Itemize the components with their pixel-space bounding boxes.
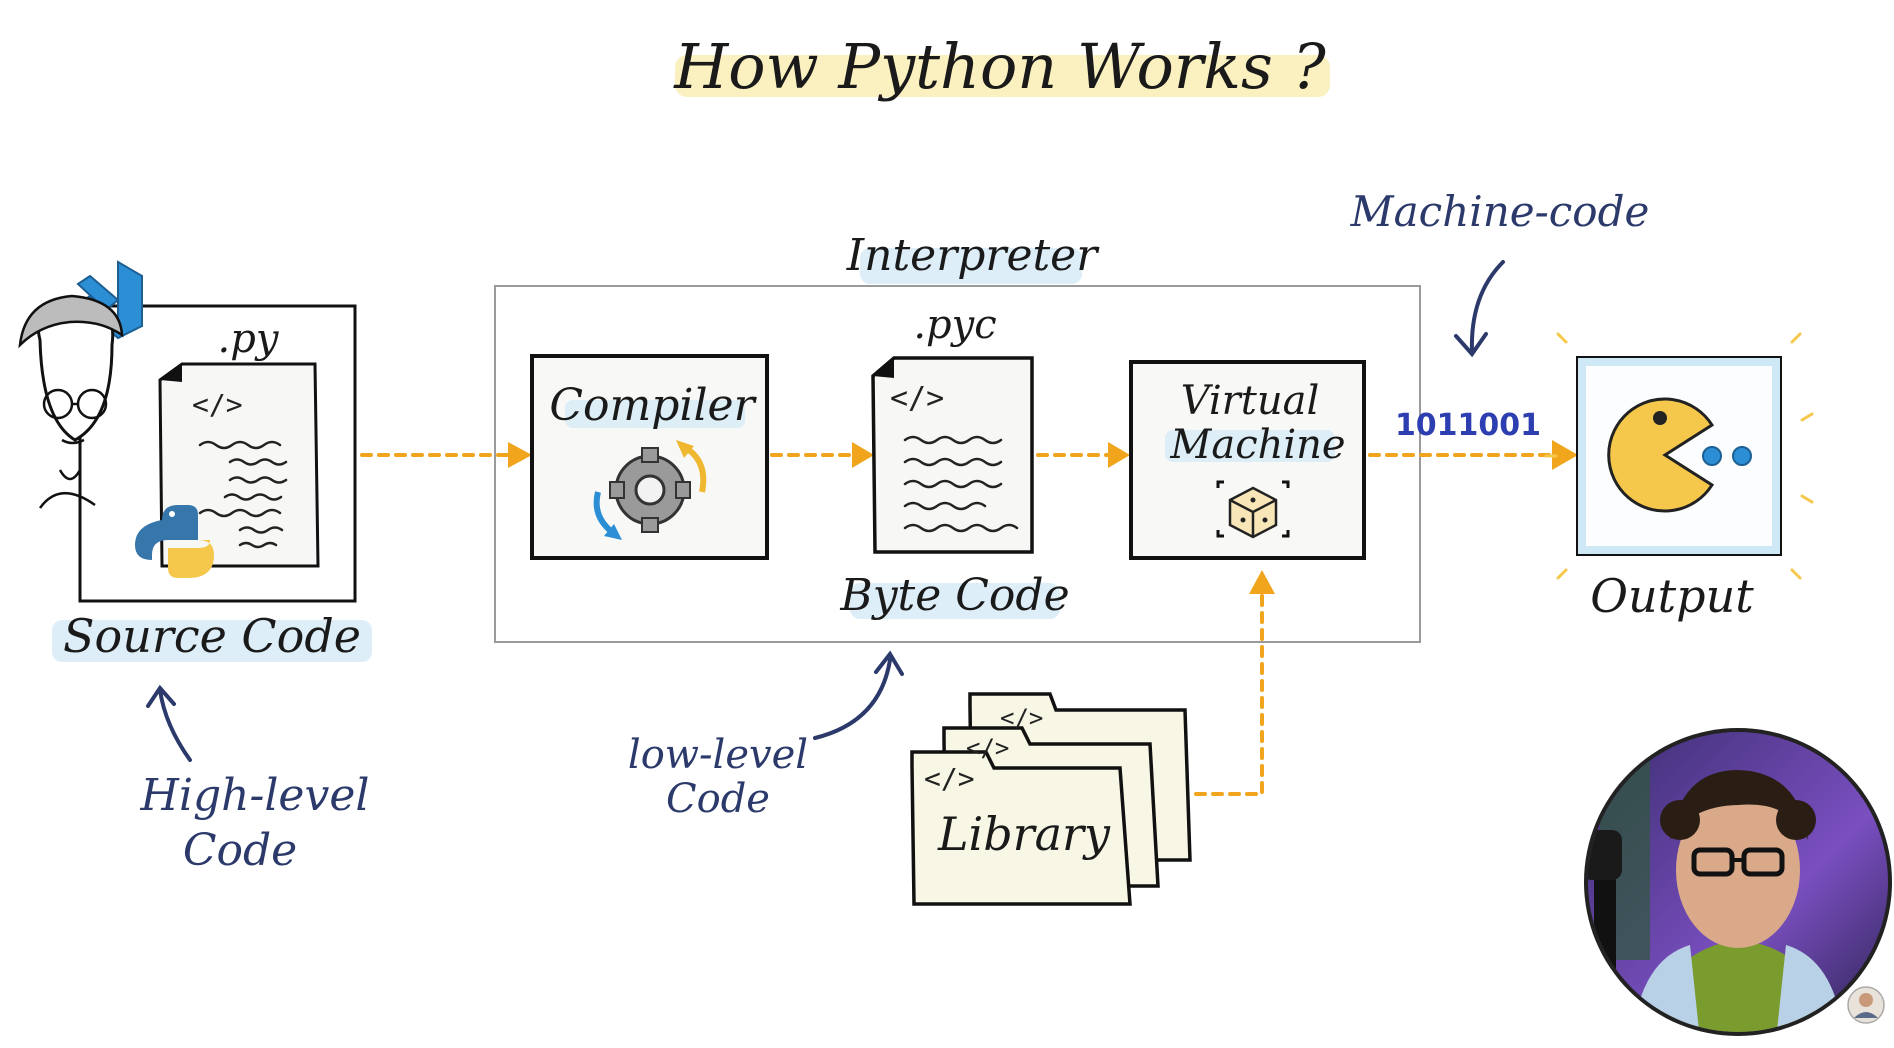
output-node bbox=[1544, 332, 1814, 580]
bytecode-tag: </> bbox=[890, 381, 944, 416]
interpreter-label-highlight bbox=[860, 248, 1082, 284]
high-level-label-line1: High-level bbox=[140, 770, 370, 821]
compiler-node: Compiler bbox=[530, 354, 769, 560]
title-highlight bbox=[675, 55, 1330, 97]
high-level-label-line2: Code bbox=[183, 825, 297, 876]
arrowhead-library-to-vm bbox=[1249, 570, 1275, 594]
library-tag-middle: </> bbox=[966, 734, 1009, 762]
bytecode-node: .pyc </> bbox=[871, 302, 1034, 554]
bytecode-label-highlight bbox=[850, 583, 1060, 619]
low-level-label-line2: Code bbox=[666, 776, 770, 822]
bytecode-label: Byte Code bbox=[839, 570, 1069, 621]
low-level-arrowhead bbox=[874, 650, 904, 676]
vm-label-line2: Machine bbox=[1169, 422, 1345, 468]
source-code-node: </> .py bbox=[78, 304, 357, 603]
source-ext-label: .py bbox=[218, 316, 280, 362]
pacman-icon bbox=[1607, 397, 1752, 513]
source-code-tag: </> bbox=[192, 388, 243, 421]
virtual-machine-node: Virtual Machine bbox=[1129, 360, 1366, 560]
arrow-library-to-vm bbox=[1194, 590, 1264, 796]
high-level-arrow bbox=[158, 688, 192, 762]
arrowhead-bytecode-to-vm bbox=[1108, 442, 1130, 468]
compiler-label: Compiler bbox=[549, 380, 757, 431]
arrowhead-source-to-compiler bbox=[508, 442, 532, 468]
cube-icon bbox=[1216, 480, 1290, 539]
interpreter-frame bbox=[494, 285, 1421, 643]
interpreter-label: Interpreter bbox=[846, 230, 1100, 281]
page-title: How Python Works ? bbox=[673, 30, 1326, 103]
presenter-webcam bbox=[1584, 728, 1892, 1036]
developer-avatar-icon bbox=[18, 294, 124, 509]
machine-code-label: Machine-code bbox=[1350, 187, 1650, 236]
library-tag-back: </> bbox=[1000, 704, 1043, 732]
python-logo-icon bbox=[135, 505, 214, 578]
binary-code-text: 1011001 bbox=[1395, 408, 1541, 443]
machine-code-arrow bbox=[1469, 260, 1505, 354]
high-level-arrowhead bbox=[146, 684, 176, 708]
machine-code-arrowhead bbox=[1454, 332, 1488, 358]
low-level-arrow bbox=[813, 658, 892, 740]
vm-label-line1: Virtual bbox=[1181, 378, 1320, 424]
gear-icon bbox=[593, 440, 707, 540]
output-label: Output bbox=[1590, 569, 1754, 623]
arrowhead-vm-to-output bbox=[1552, 440, 1578, 470]
output-glow bbox=[1544, 332, 1814, 580]
bytecode-ext-label: .pyc bbox=[913, 302, 996, 348]
arrowhead-compiler-to-bytecode bbox=[852, 442, 874, 468]
library-label: Library bbox=[937, 807, 1111, 861]
library-tag-front: </> bbox=[924, 762, 975, 795]
channel-avatar bbox=[1847, 986, 1885, 1024]
low-level-label-line1: low-level bbox=[628, 732, 808, 778]
source-label-highlight bbox=[52, 620, 372, 662]
source-code-label: Source Code bbox=[63, 609, 361, 663]
library-node: </> </> </> Library bbox=[910, 692, 1192, 906]
